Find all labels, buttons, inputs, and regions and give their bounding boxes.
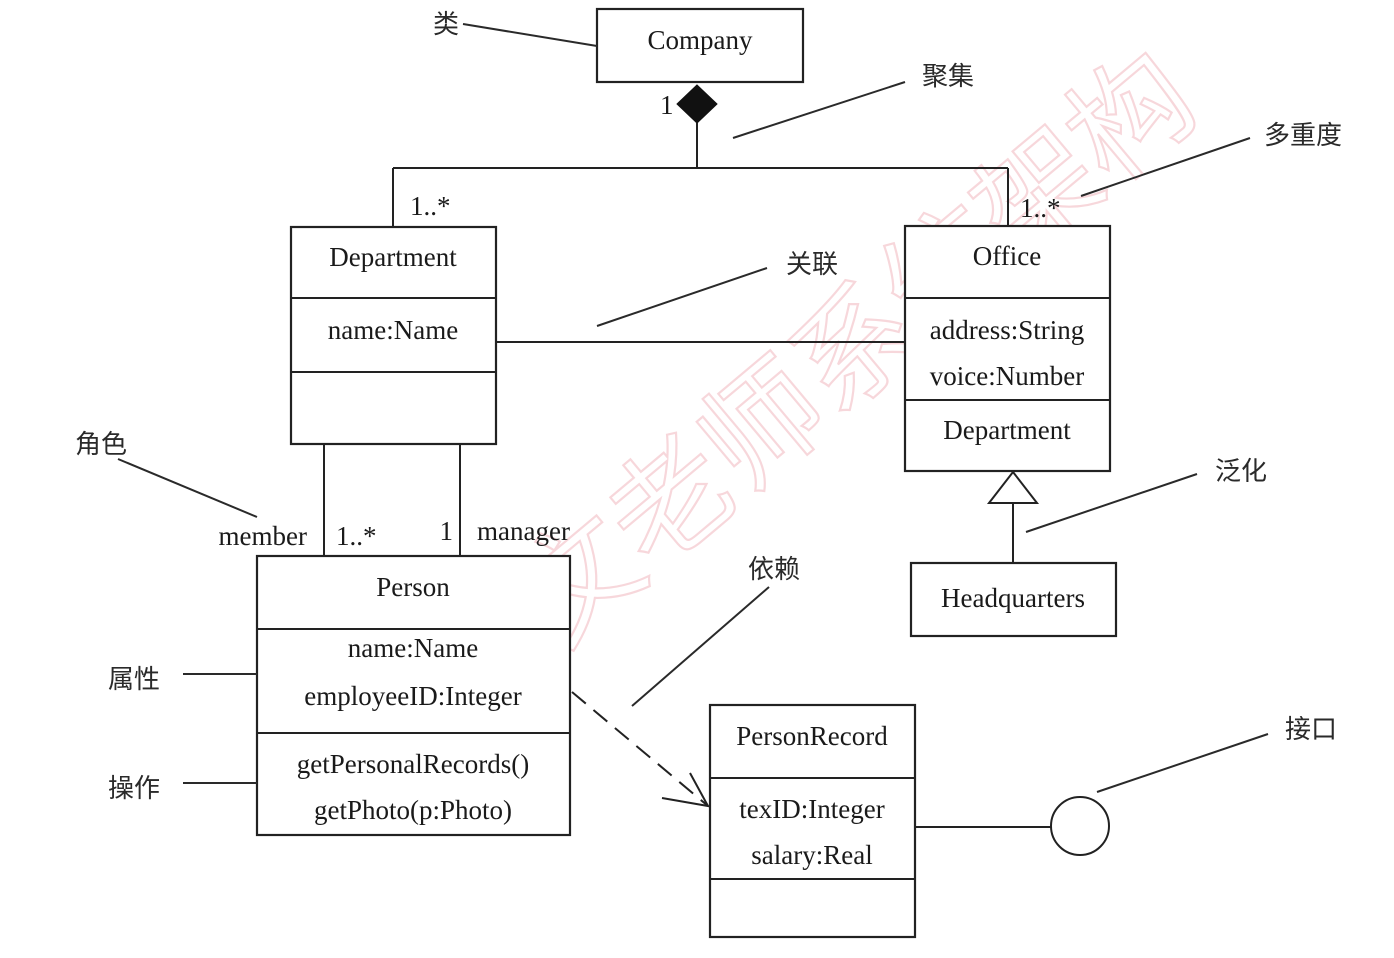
class-name: Person — [376, 572, 450, 602]
svg-text:接口: 接口 — [1285, 715, 1337, 745]
attribute: address:String — [930, 315, 1085, 345]
class-person-record[interactable]: PersonRecord texID:Integer salary:Real — [708, 703, 917, 939]
class-department[interactable]: Department name:Name — [289, 225, 498, 446]
svg-text:属性: 属性 — [108, 665, 160, 695]
multiplicity-department: 1..* — [410, 191, 451, 221]
class-headquarters[interactable]: Headquarters — [909, 561, 1118, 638]
multiplicity-member: 1..* — [336, 521, 377, 551]
annotation-attribute: 属性 — [108, 665, 257, 695]
multiplicity-office: 1..* — [1020, 193, 1061, 223]
attribute: name:Name — [348, 633, 478, 663]
composition-diamond-icon — [676, 84, 718, 124]
dependency — [571, 691, 710, 808]
attribute: texID:Integer — [739, 794, 884, 824]
annotation-association: 关联 — [596, 250, 838, 327]
class-name: PersonRecord — [736, 721, 888, 751]
attribute: name:Name — [328, 315, 458, 345]
attribute: employeeID:Integer — [304, 681, 521, 711]
annotation-multiplicity: 多重度 — [1080, 121, 1342, 197]
class-person[interactable]: Person name:Name employeeID:Integer getP… — [255, 554, 572, 837]
class-name: Office — [973, 241, 1041, 271]
svg-text:多重度: 多重度 — [1264, 121, 1342, 151]
role-manager: manager — [477, 516, 570, 546]
svg-text:关联: 关联 — [786, 250, 838, 280]
operation: Department — [943, 415, 1071, 445]
annotation-generalization: 泛化 — [1025, 457, 1267, 533]
attribute: salary:Real — [751, 840, 872, 870]
annotation-role: 角色 — [75, 430, 258, 518]
attribute: voice:Number — [930, 361, 1084, 391]
class-name: Department — [329, 242, 457, 272]
annotation-dependency: 依赖 — [631, 555, 800, 707]
class-name: Headquarters — [941, 583, 1085, 613]
role-member: member — [219, 521, 307, 551]
class-company[interactable]: Company — [595, 7, 805, 84]
annotation-operation: 操作 — [108, 774, 257, 804]
class-name: Company — [648, 25, 753, 55]
svg-text:角色: 角色 — [75, 430, 127, 460]
annotation-class: 类 — [433, 10, 598, 47]
class-office[interactable]: Office address:String voice:Number Depar… — [903, 224, 1112, 473]
annotation-interface: 接口 — [1096, 715, 1337, 793]
generalization-triangle-icon — [986, 470, 1040, 504]
generalization — [986, 470, 1040, 563]
svg-text:依赖: 依赖 — [748, 555, 800, 585]
annotation-aggregation: 聚集 — [732, 62, 974, 139]
composition-association — [392, 84, 1009, 227]
multiplicity-manager: 1 — [440, 516, 454, 546]
operation: getPersonalRecords() — [297, 749, 529, 779]
svg-text:泛化: 泛化 — [1215, 457, 1267, 487]
svg-text:聚集: 聚集 — [922, 62, 974, 92]
operation: getPhoto(p:Photo) — [314, 795, 512, 825]
svg-text:操作: 操作 — [108, 774, 160, 804]
dependency-arrowhead-icon — [661, 772, 710, 808]
svg-text:类: 类 — [433, 10, 459, 40]
multiplicity-company: 1 — [660, 90, 674, 120]
interface — [915, 796, 1110, 856]
interface-circle-icon — [1050, 796, 1110, 856]
